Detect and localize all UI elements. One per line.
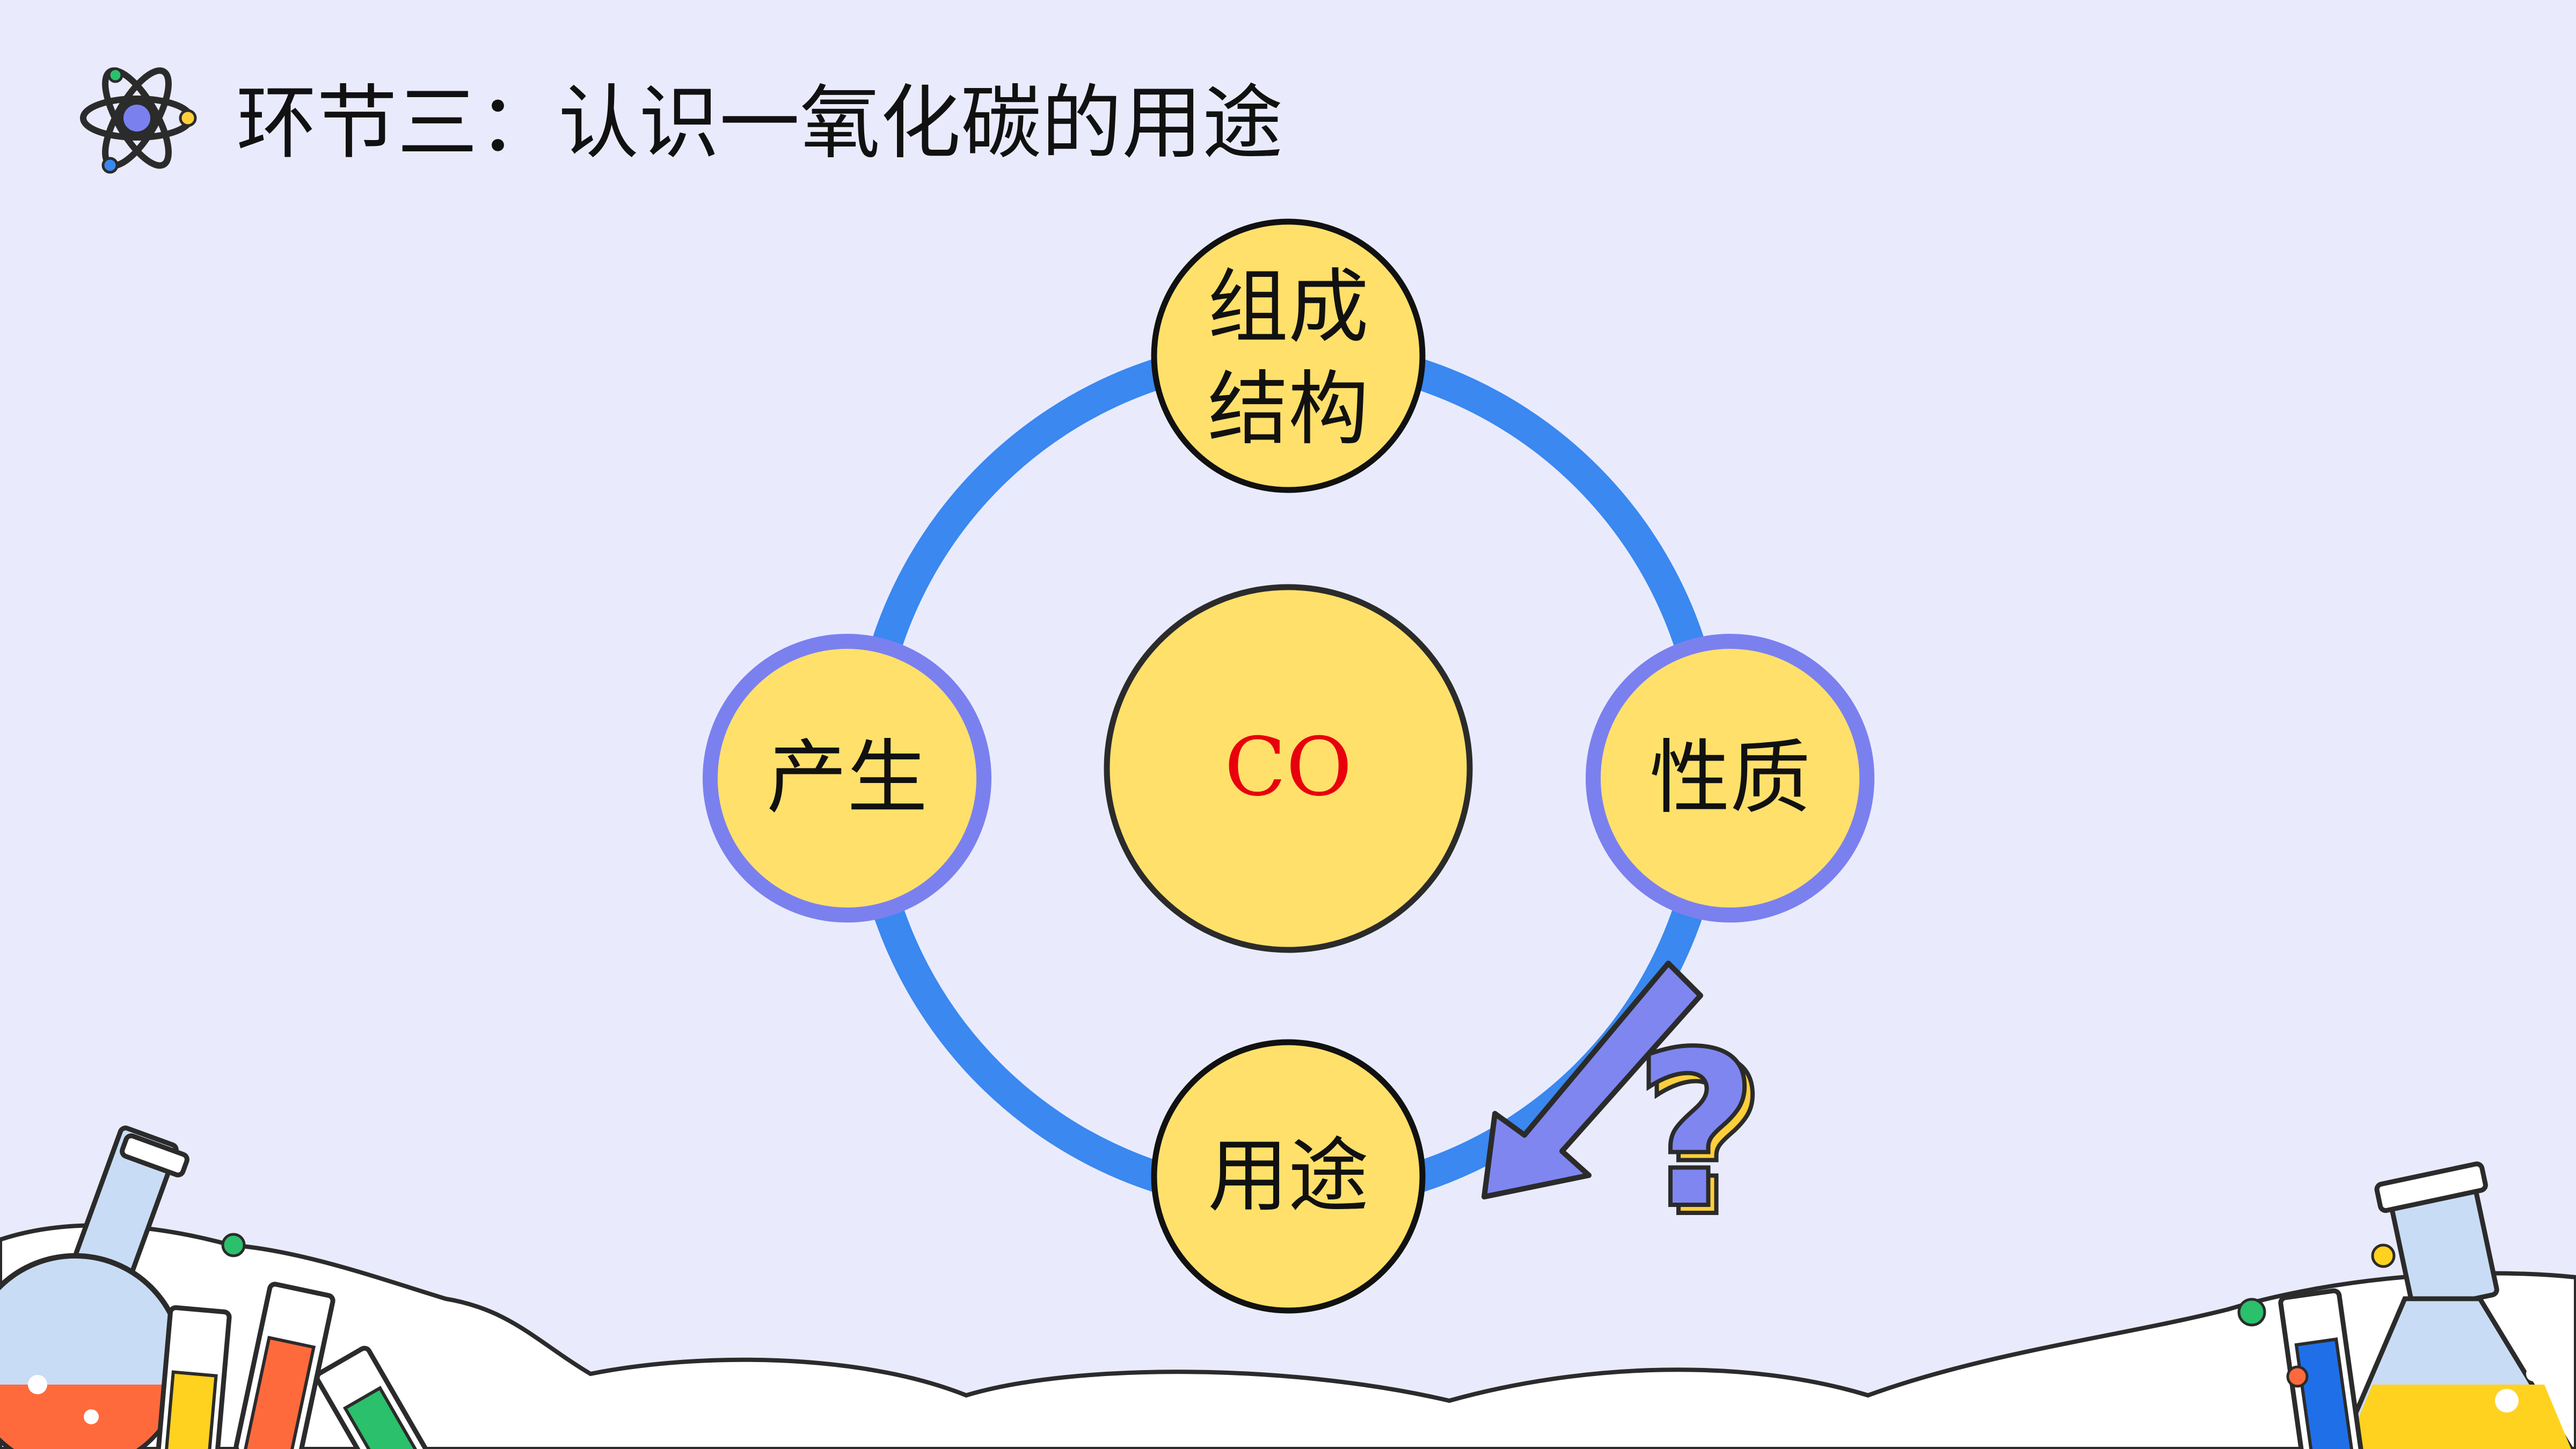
flask-icon <box>0 1125 189 1449</box>
atom-icon <box>80 67 197 174</box>
right-node <box>1586 634 1874 923</box>
beaker-icon <box>2237 1161 2574 1449</box>
top-node <box>1151 218 1426 493</box>
arrow-icon <box>1482 961 1703 1199</box>
left-node <box>703 634 991 923</box>
bottom-clouds <box>0 1223 2576 1449</box>
svg-text:?: ? <box>1634 1006 1758 1256</box>
bottom-node <box>1151 1039 1426 1314</box>
center-label: CO <box>1224 721 1352 814</box>
top-node-line-2: 结构 <box>1207 363 1369 456</box>
right-node-label: 性质 <box>1649 731 1811 825</box>
top-node-line-1: 组成 <box>1207 261 1369 354</box>
test-tube-icon <box>155 1233 432 1449</box>
left-node-label: 产生 <box>766 731 928 825</box>
question-mark-icon: ? ? <box>1632 1004 1769 1266</box>
svg-text:?: ? <box>1642 1014 1767 1264</box>
top-node-label: 组成 结构 <box>1181 257 1396 460</box>
bottom-node-label: 用途 <box>1207 1130 1369 1223</box>
center-node <box>1104 584 1473 953</box>
slide-title: 环节三：认识一氧化碳的用途 <box>236 77 1283 170</box>
